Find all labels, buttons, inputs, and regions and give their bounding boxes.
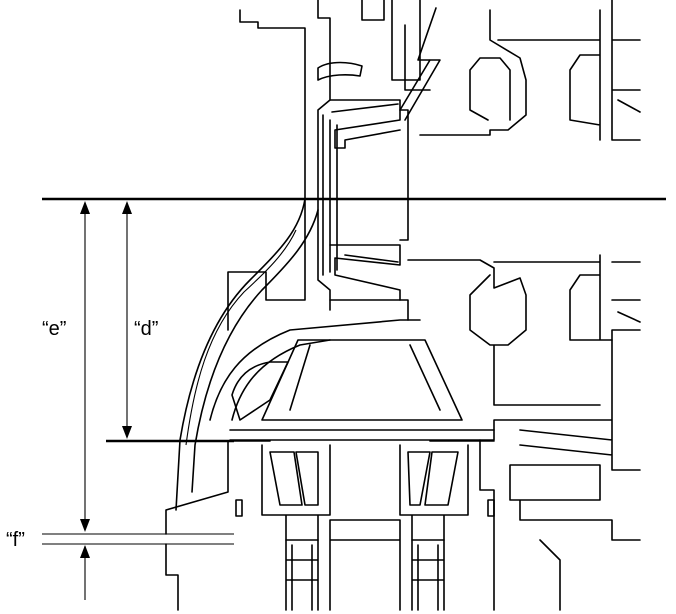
left-lower-bearing: [261, 444, 331, 541]
central-bars: [361, 0, 431, 321]
housing-curved-wall-inner: [191, 209, 319, 493]
shaft-wall-left: [317, 0, 331, 311]
upper-seal-bottom: [329, 244, 401, 301]
shaft-wall-inner: [322, 114, 338, 276]
bolt-right: [487, 499, 495, 517]
inner-web: [209, 319, 421, 421]
bolt-left: [235, 499, 243, 517]
label-f: “f”: [6, 529, 25, 551]
dimension-e: [80, 201, 90, 532]
lower-right-housing: [493, 339, 641, 611]
right-lower-shaft: [411, 539, 445, 611]
base-plate: [227, 429, 495, 442]
right-lower-bearing: [399, 444, 469, 541]
housing-curved-wall: [175, 198, 306, 511]
diagonal-shaft-top: [399, 7, 441, 121]
left-lower-shaft: [285, 539, 319, 611]
center-sleeve: [329, 439, 495, 611]
housing-outline: [165, 9, 306, 611]
dimension-d: [122, 201, 132, 439]
gear-upper-right-2: [497, 0, 641, 141]
top-left-detail: [317, 61, 363, 81]
label-d: “d”: [134, 318, 158, 340]
cone-taper: [261, 339, 463, 421]
gear-middle-right-2: [493, 254, 641, 341]
dimension-f: [80, 545, 90, 600]
gear-middle-right: [407, 259, 601, 406]
housing-curved-wall-mid: [185, 229, 297, 446]
gear-upper-right: [419, 9, 527, 136]
label-e: “e”: [42, 318, 66, 340]
upper-seal-top: [329, 99, 401, 149]
